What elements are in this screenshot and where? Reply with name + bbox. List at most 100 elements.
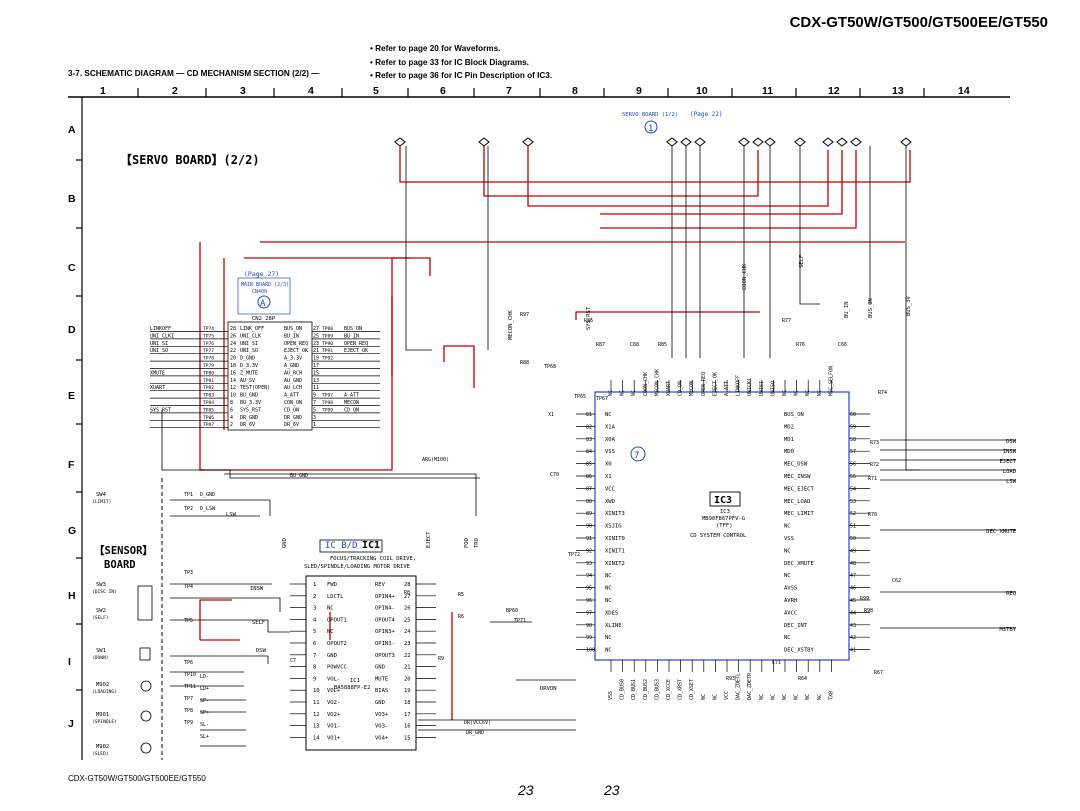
ic3-pin-name: NC: [784, 548, 791, 554]
connector-pin: 24: [230, 341, 236, 347]
ic3-bottom-pin-name: CD_XCCE: [666, 679, 672, 700]
connector-pin: 5: [313, 407, 316, 413]
connector-net: EJECT_OK: [284, 348, 308, 354]
sensor-component-id: SW1: [96, 648, 106, 654]
connector-cn2-label: CN2 28P: [252, 316, 276, 322]
sensor-component-desc: (LOADING): [92, 689, 117, 695]
ic3-bottom-pin-name: NC: [805, 694, 811, 700]
sensor-component-id: M901: [96, 712, 109, 718]
component-label: R93: [726, 676, 735, 682]
ic3-pin-number: 97: [586, 610, 592, 616]
ic3-pin-name: XINIT1: [605, 548, 625, 554]
connector-pin: 16: [230, 370, 236, 376]
connector-testpoint: TP99: [322, 407, 333, 413]
row-label: G: [68, 525, 77, 537]
note-pin-description: • Refer to page 36 for IC Pin Descriptio…: [370, 71, 553, 80]
ic3-pin-name: NC: [605, 598, 612, 604]
ic1-pin-name: POWVCC: [327, 665, 347, 671]
ic3-top-pin-name: NC: [608, 390, 614, 396]
footer-model: CDX-GT50W/GT500/GT500EE/GT550: [68, 774, 206, 783]
ic1-pin-number: 26: [404, 606, 411, 612]
connector-pin-name: UNI_SO: [240, 348, 258, 354]
row-label: C: [68, 262, 76, 274]
ic3-pin-number: 60: [850, 412, 856, 418]
ic3-pin-name: DEC_INT: [784, 623, 808, 629]
ic1-pin-number: 28: [404, 582, 411, 588]
ic3-pin-name: XSJIG: [605, 524, 622, 530]
ic3-bottom-pin-name: CD_BUS0: [620, 679, 626, 700]
waveform-marker-circle: [630, 446, 646, 462]
ic1-pin-name: NC: [327, 629, 334, 635]
ic1-pin-name: VO3-: [375, 724, 388, 730]
ic1-pin-name: GND: [375, 700, 385, 706]
ic1-pin-name: GND: [375, 665, 385, 671]
component-label: TP72: [568, 552, 580, 558]
connector-pin: 15: [313, 370, 319, 376]
component-label: R76: [796, 342, 805, 348]
marker-a-label: A: [260, 299, 266, 309]
test-point-label: TP8: [184, 708, 193, 714]
ic1-pin-name: LDCTL: [327, 594, 344, 600]
component-label: C71: [772, 660, 781, 666]
ic1-pin-name: VO2-: [327, 700, 340, 706]
connector-pin-name: LINK_OFF: [240, 326, 264, 332]
sensor-component-id: SW3: [96, 582, 106, 588]
connector-pin: 11: [313, 385, 319, 391]
ic3-part-suffix: (TFF): [716, 523, 733, 529]
ic1-pin-number: 22: [404, 653, 411, 659]
marker-circle-a: [257, 295, 271, 309]
component-label: R97: [520, 312, 529, 318]
ic3-bottom-pin-name: TX0: [828, 691, 834, 700]
connector-pin: 6: [230, 407, 233, 413]
component-label: R67: [874, 670, 883, 676]
sensor-component-desc: (SPINDLE): [92, 719, 117, 725]
marker-circle-1: [644, 120, 658, 134]
ic3-pin-name: MEC_LIMIT: [784, 511, 814, 517]
sensor-component-desc: (LIMIT): [92, 499, 111, 505]
column-label: 13: [892, 85, 904, 97]
ic3-bottom-pin-name: NC: [794, 694, 800, 700]
ic3-pin-number: 48: [850, 561, 856, 567]
ic1-pin-number: 9: [313, 676, 316, 682]
ic1-pin-number: 10: [313, 688, 320, 694]
connector-signal: LINKOFF: [150, 326, 171, 332]
ic3-pin-name: MEC_INSW: [784, 474, 811, 480]
ic3-pin-number: 52: [850, 511, 856, 517]
component-label: R6: [458, 614, 464, 620]
component-label: C66: [838, 342, 847, 348]
row-label: D: [68, 324, 76, 336]
ic3-description: CD SYSTEM CONTROL: [690, 533, 747, 539]
ic3-pin-number: 92: [586, 548, 592, 554]
component-label: R85: [658, 342, 667, 348]
main-board-ref-cn: CN400: [252, 289, 267, 295]
test-point-label: TP1: [184, 492, 193, 498]
ic3-bottom-pin-name: NC: [770, 694, 776, 700]
ic3-top-pin-name: NC: [794, 390, 800, 396]
connector-pin: 25: [313, 333, 319, 339]
ic3-pin-name: X1A: [605, 424, 616, 430]
sensor-component-desc: (SELF): [92, 615, 109, 621]
connector-pin-name: DR_GND: [240, 415, 258, 421]
ic3-bottom-pin-name: CD_BUS3: [654, 679, 660, 700]
ic3-pin-name: DEC_XSTBY: [784, 648, 814, 654]
ic3-pin-number: 53: [850, 499, 856, 505]
right-output-label: REQ: [1006, 591, 1016, 597]
connector-pin-name: TEST(OPEN): [240, 385, 270, 391]
ic3-pin-name: NC: [605, 412, 612, 418]
ic1-pin-name: VOL-: [327, 676, 340, 682]
connector-pin-name: UNI_CLK: [240, 333, 261, 339]
component-label: R87: [596, 342, 605, 348]
connector-net: AU_RCH: [284, 370, 302, 376]
connector-testpoint: TP79: [203, 363, 214, 369]
row-label: E: [68, 390, 76, 402]
connector-testpoint: TP85: [203, 407, 214, 413]
net-lsw: LSW: [226, 512, 237, 518]
ic3-pin-name: XLINE: [605, 623, 622, 629]
net-drvcc: DR(VCC6V): [464, 720, 491, 726]
ic3-pin-number: 44: [850, 610, 856, 616]
ic1-pin-name: OPIN4+: [375, 594, 396, 600]
net-gnd: GND: [282, 538, 288, 548]
net-self-left: SELF: [252, 620, 265, 626]
ic3-pin-name: X0A: [605, 437, 616, 443]
